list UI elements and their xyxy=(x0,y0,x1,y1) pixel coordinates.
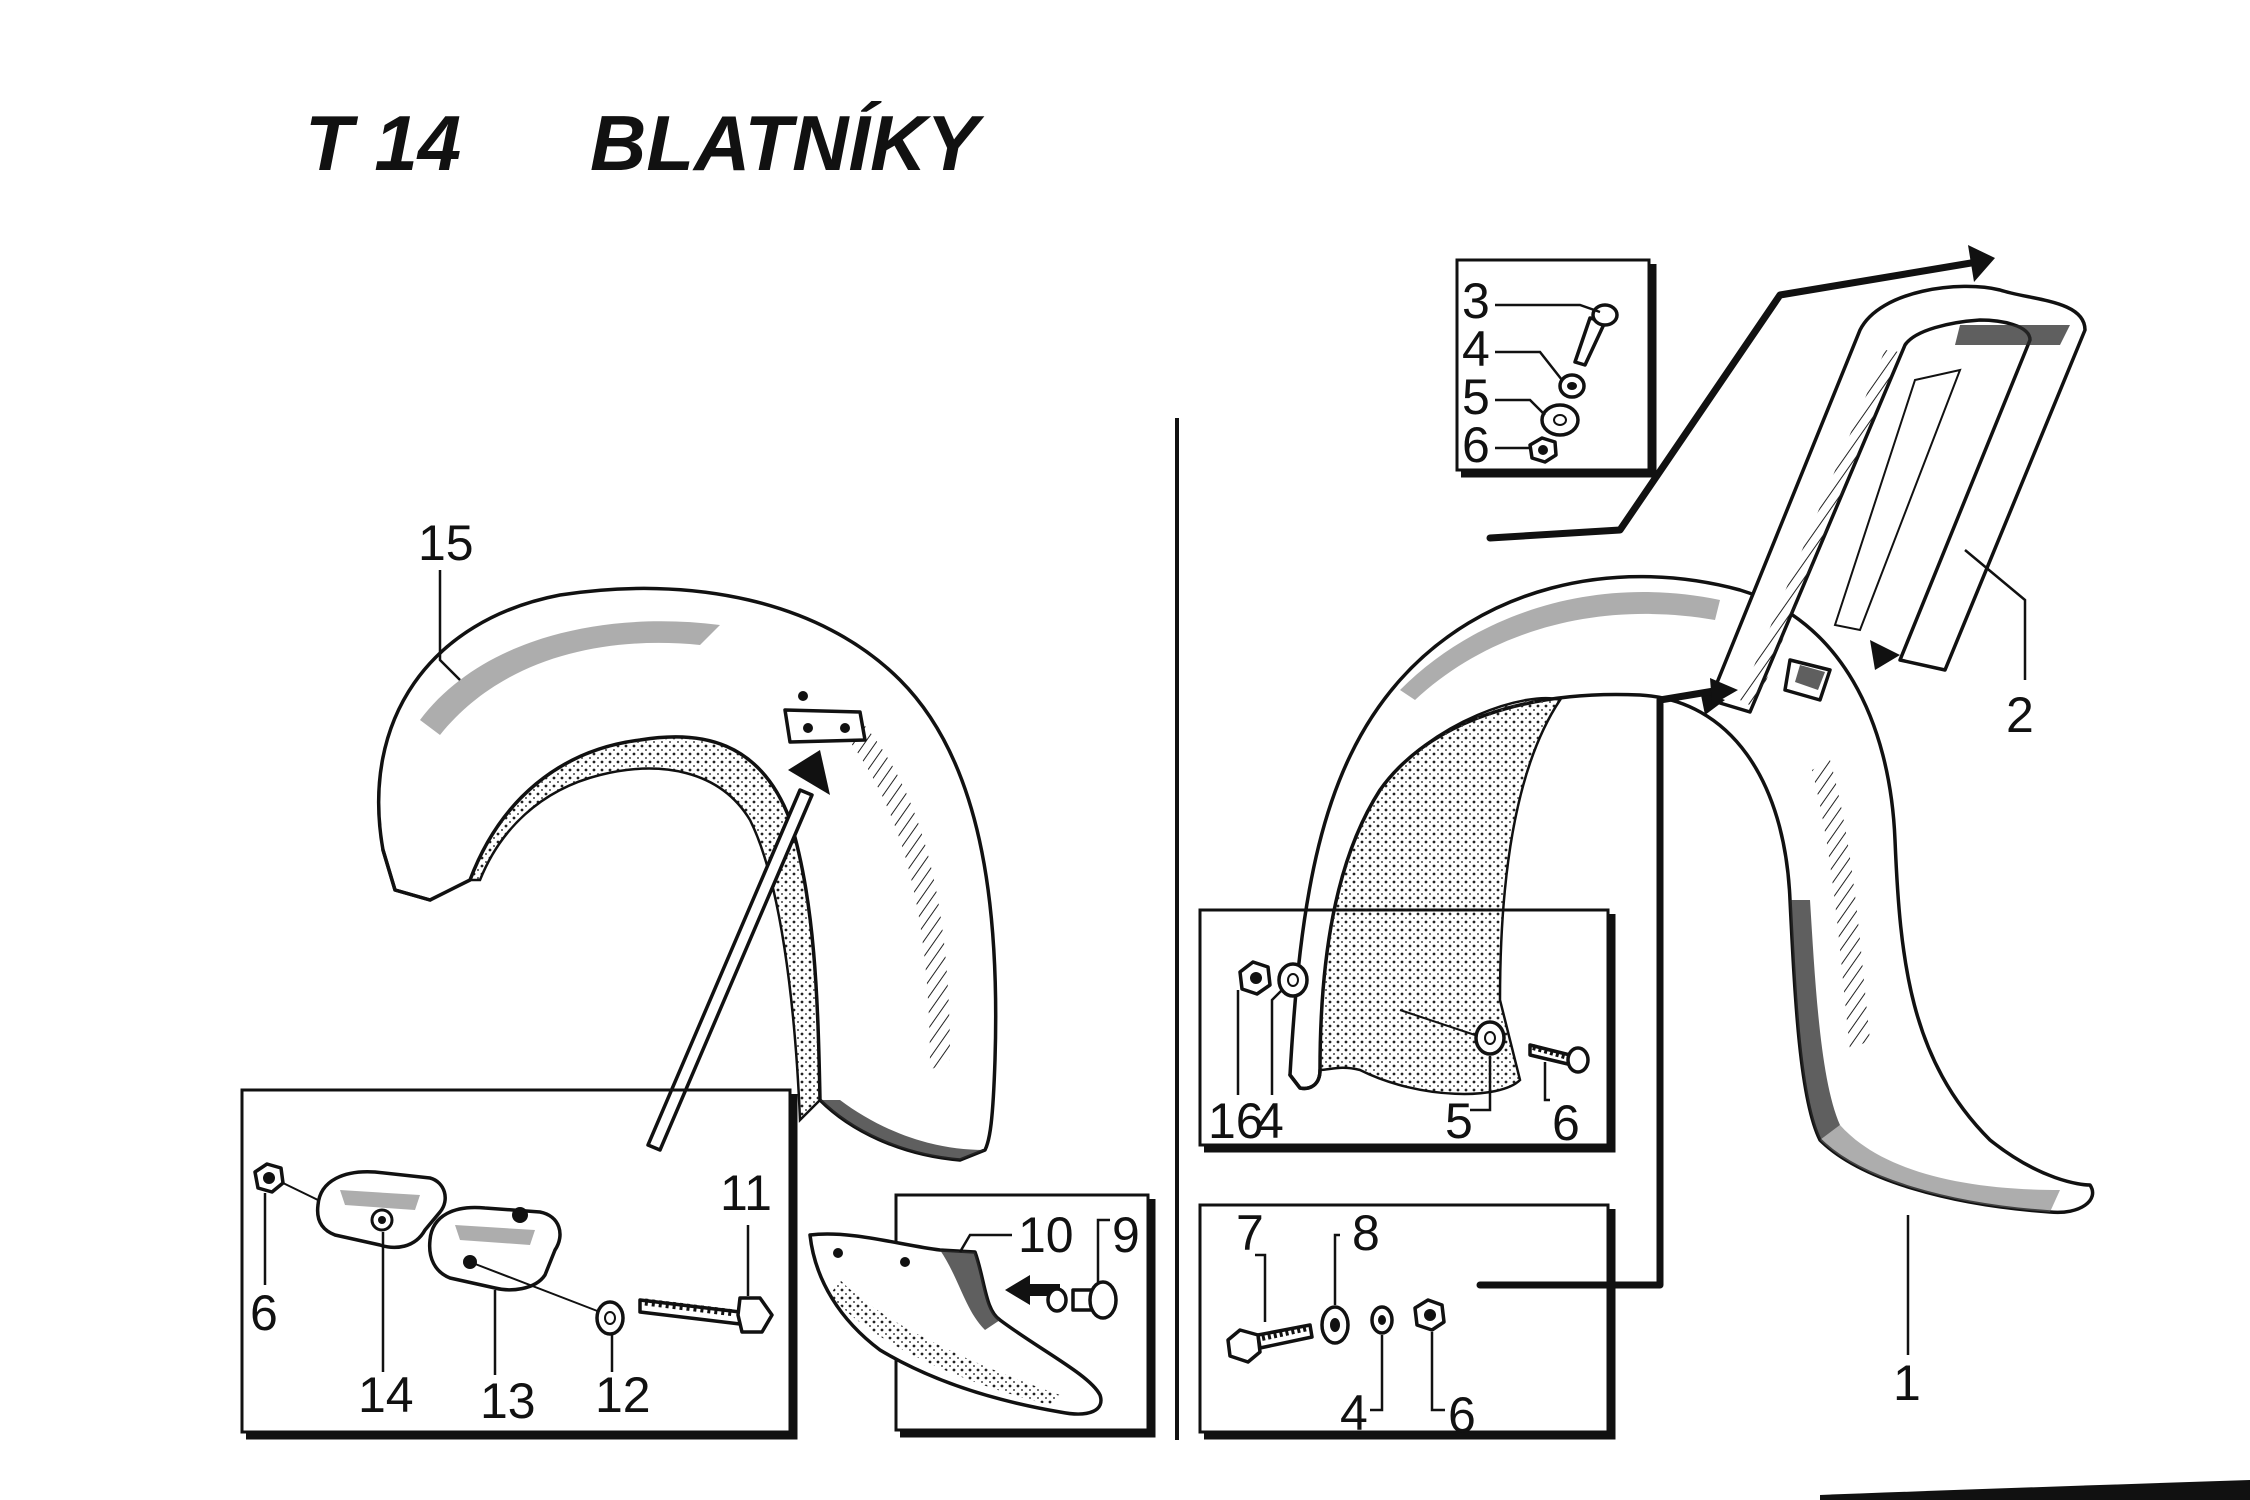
hardware-box-top xyxy=(1455,258,1657,478)
callout-16: 16 xyxy=(1208,1093,1264,1149)
mudflap-box xyxy=(808,1193,1156,1438)
callout-15: 15 xyxy=(418,515,474,571)
callout-9: 9 xyxy=(1112,1207,1140,1263)
callout-11: 11 xyxy=(720,1165,772,1221)
clamp-half-13 xyxy=(427,1205,562,1292)
clamp-half-14 xyxy=(315,1170,447,1250)
title-name: BLATNÍKY xyxy=(590,99,984,187)
callout-6-top: 6 xyxy=(1462,417,1490,473)
hardware-box-middle xyxy=(1198,908,1616,1153)
callout-7: 7 xyxy=(1236,1205,1264,1261)
edge-smudge xyxy=(1820,1480,2250,1500)
title: T 14 BLATNÍKY xyxy=(305,99,984,187)
callout-2: 2 xyxy=(2006,687,2034,743)
callout-4-top: 4 xyxy=(1462,321,1490,377)
callout-5-top: 5 xyxy=(1462,369,1490,425)
callout-8: 8 xyxy=(1352,1205,1380,1261)
rear-frame xyxy=(1700,284,2087,715)
callout-13: 13 xyxy=(480,1373,536,1429)
nut-6-left xyxy=(253,1162,285,1194)
callout-10: 10 xyxy=(1018,1207,1074,1263)
callout-1: 1 xyxy=(1893,1355,1921,1411)
callout-6-mid: 6 xyxy=(1552,1095,1580,1151)
washer-12 xyxy=(595,1300,625,1336)
bolt-11 xyxy=(638,1296,774,1334)
callout-3: 3 xyxy=(1462,273,1490,329)
title-model: T 14 xyxy=(305,99,461,187)
connector-top xyxy=(1486,258,1981,542)
callout-4-mid: 4 xyxy=(1256,1093,1284,1149)
callout-5-mid: 5 xyxy=(1445,1093,1473,1149)
callout-14: 14 xyxy=(358,1367,414,1423)
callout-6-bot: 6 xyxy=(1448,1387,1476,1443)
callout-4-bot: 4 xyxy=(1340,1385,1368,1441)
callout-12: 12 xyxy=(595,1367,651,1423)
hardware-box-bottom xyxy=(1198,1203,1616,1440)
callout-6-left: 6 xyxy=(250,1285,278,1341)
assembly-arrow-front xyxy=(646,750,830,1152)
front-fender xyxy=(377,586,998,1162)
rear-fender xyxy=(1288,574,2095,1215)
clamp-parts-box xyxy=(240,1088,798,1440)
